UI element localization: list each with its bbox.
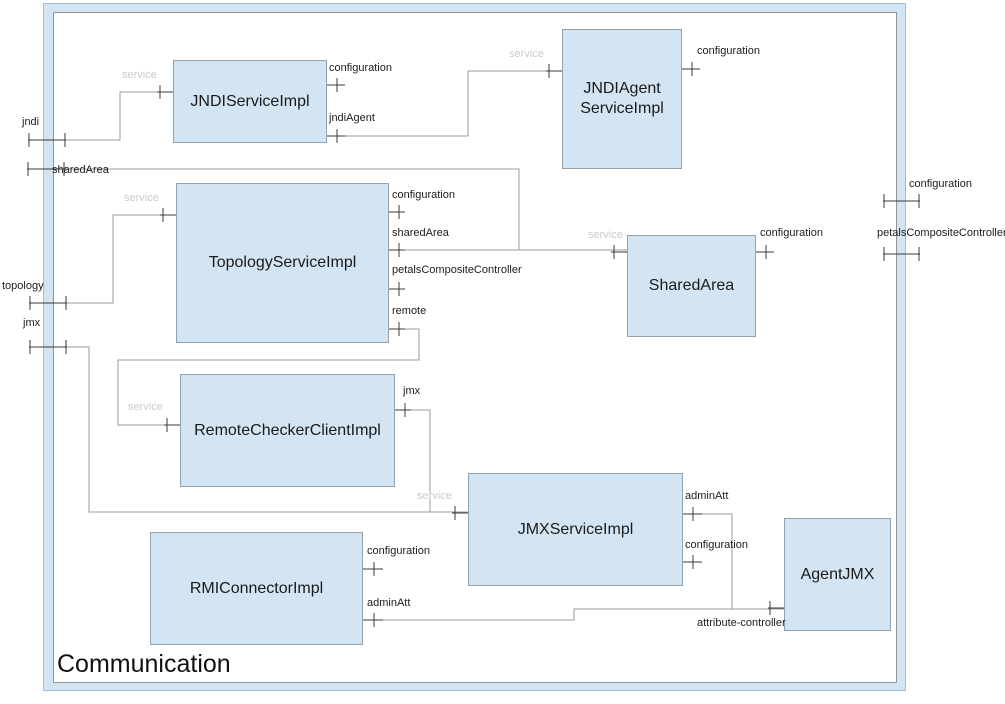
port-label-adminatt: adminAtt: [685, 490, 729, 502]
port-label-configuration: configuration: [392, 189, 455, 201]
port-label-petalscompositecontroller: petalsCompositeController: [392, 264, 522, 276]
port-label-configuration: configuration: [367, 545, 430, 557]
composite-title: Communication: [57, 650, 231, 678]
component-title: RemoteCheckerClientImpl: [194, 421, 381, 439]
port-label-attribute-controller: attribute-controller: [697, 617, 786, 629]
port-label-jmx: jmx: [403, 385, 421, 397]
component-jndiagentserviceimpl[interactable]: JNDIAgent ServiceImpl: [562, 29, 682, 169]
port-label-service: service: [509, 48, 544, 60]
component-rmiconnectorimpl[interactable]: RMIConnectorImpl: [150, 532, 363, 645]
component-sharedarea[interactable]: SharedArea: [627, 235, 756, 337]
component-title: JNDIAgent ServiceImpl: [580, 80, 664, 117]
external-port-label-topology: topology: [2, 280, 44, 292]
port-label-adminatt: adminAtt: [367, 597, 411, 609]
external-port-label-configuration: configuration: [909, 178, 972, 190]
external-port-label-jndi: jndi: [22, 116, 40, 128]
port-label-sharedarea: sharedArea: [392, 227, 449, 239]
port-label-jndiagent: jndiAgent: [329, 112, 375, 124]
component-jndiserviceimpl[interactable]: JNDIServiceImpl: [173, 60, 327, 143]
external-port-label-petalscompositecontroller: petalsCompositeController: [877, 227, 1005, 239]
external-port-label-jmx: jmx: [23, 317, 41, 329]
component-remotecheckerclientimpl[interactable]: RemoteCheckerClientImpl: [180, 374, 395, 487]
port-label-service: service: [124, 192, 159, 204]
port-label-configuration: configuration: [760, 227, 823, 239]
component-title: SharedArea: [648, 277, 735, 294]
port-label-configuration: configuration: [329, 62, 392, 74]
port-label-service: service: [417, 490, 452, 502]
port-label-service: service: [588, 229, 623, 241]
component-agentjmx[interactable]: AgentJMX: [784, 518, 891, 631]
port-label-service: service: [128, 401, 163, 413]
component-title: RMIConnectorImpl: [189, 579, 324, 597]
port-label-configuration: configuration: [685, 539, 748, 551]
component-title: JNDIServiceImpl: [190, 92, 310, 110]
external-port-label-sharedarea: sharedArea: [52, 164, 109, 176]
port-label-service: service: [122, 69, 157, 81]
component-jmxserviceimpl[interactable]: JMXServiceImpl: [468, 473, 683, 586]
component-title: JMXServiceImpl: [517, 520, 634, 538]
component-topologyserviceimpl[interactable]: TopologyServiceImpl: [176, 183, 389, 343]
port-label-remote: remote: [392, 305, 427, 317]
port-label-configuration: configuration: [697, 45, 760, 57]
component-title: TopologyServiceImpl: [208, 254, 357, 271]
component-title: AgentJMX: [800, 565, 875, 583]
